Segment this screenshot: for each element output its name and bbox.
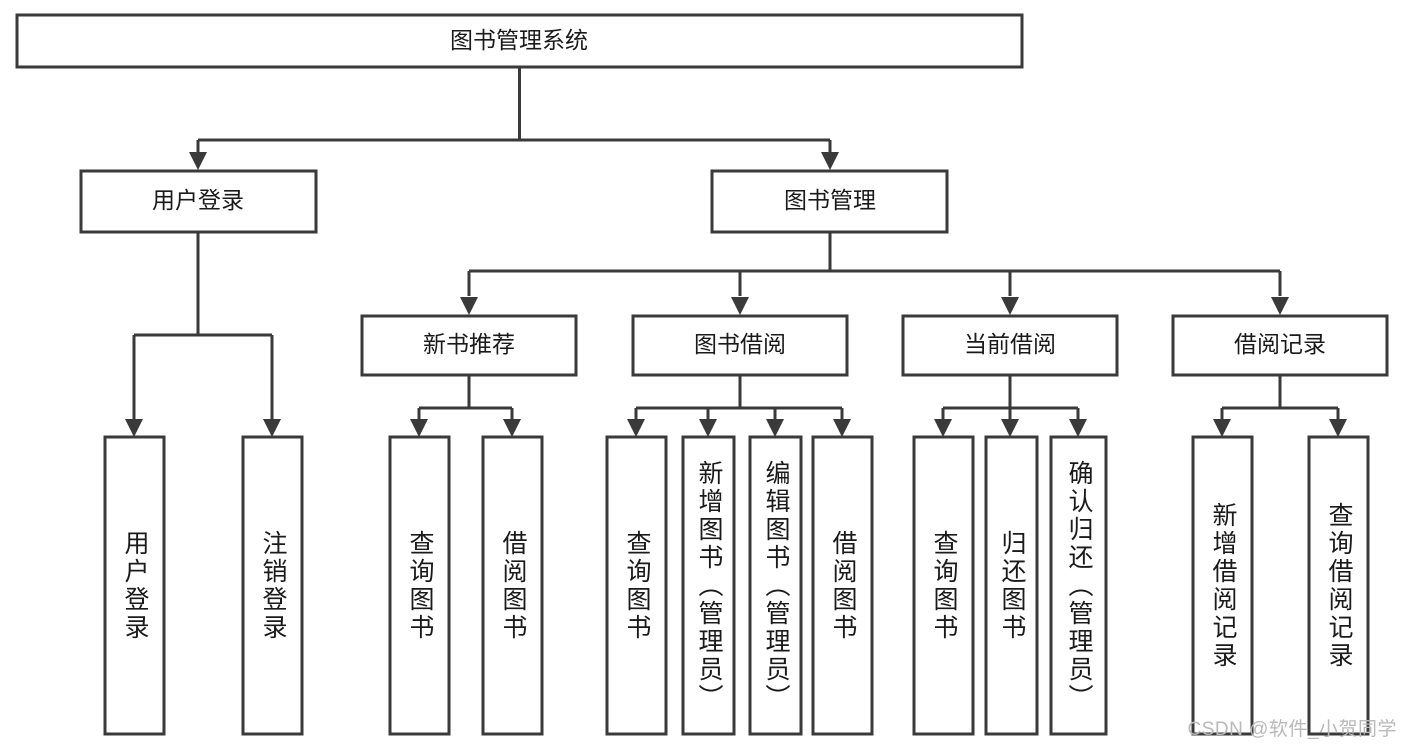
arrow-icon-borrow-record — [1271, 297, 1289, 315]
node-book-management-box[interactable] — [710, 169, 949, 234]
node-current-borrow-box[interactable] — [901, 314, 1119, 377]
arrow-icon-new-book-recommend — [460, 297, 478, 315]
leaf-boxes — [103, 435, 1370, 736]
node-borrow-record[interactable]: 借阅记录 — [1171, 314, 1389, 377]
arrow-icon-leaf-add-record — [1213, 419, 1231, 437]
arrow-icon-leaf-borrow-book-1 — [503, 419, 521, 437]
node-root-label: 图书管理系统 — [450, 27, 588, 53]
node-leaf-borrow-book-2-box[interactable] — [811, 435, 874, 736]
node-user-login-label: 用户登录 — [152, 187, 244, 213]
connector-group-current-borrow — [934, 375, 1087, 437]
node-leaf-logout-login-box[interactable] — [241, 435, 304, 736]
node-book-borrow-label: 图书借阅 — [694, 331, 786, 357]
node-book-management[interactable]: 图书管理 — [710, 169, 949, 234]
node-leaf-user-login-box[interactable] — [103, 435, 166, 736]
arrow-icon-leaf-return-book — [1001, 419, 1019, 437]
connector-group-new-book-recommend — [410, 375, 521, 437]
arrow-icon-leaf-query-book-3 — [934, 419, 952, 437]
arrow-icon-leaf-add-book — [699, 419, 717, 437]
connector-group-book-borrow — [627, 375, 851, 437]
node-new-book-recommend-box[interactable] — [360, 314, 578, 377]
node-book-management-label: 图书管理 — [784, 187, 876, 213]
arrow-icon-leaf-edit-book — [766, 419, 784, 437]
node-leaf-add-record-box[interactable] — [1191, 435, 1254, 736]
node-leaf-edit-book-box[interactable] — [748, 435, 803, 736]
node-leaf-return-book-box[interactable] — [984, 435, 1039, 736]
connector-group-user-login — [125, 232, 281, 437]
arrow-icon-leaf-user-login — [125, 419, 143, 437]
arrow-icon-leaf-borrow-book-2 — [833, 419, 851, 437]
connector-group-root — [189, 67, 839, 170]
arrow-icon-leaf-logout-login — [263, 419, 281, 437]
node-leaf-query-book-2-box[interactable] — [605, 435, 668, 736]
node-leaf-query-record-box[interactable] — [1307, 435, 1370, 736]
node-leaf-add-book-box[interactable] — [681, 435, 736, 736]
node-book-borrow[interactable]: 图书借阅 — [631, 314, 849, 377]
watermark: CSDN @软件_小贺同学 — [1187, 719, 1397, 740]
node-root-box[interactable] — [15, 13, 1024, 69]
node-borrow-record-box[interactable] — [1171, 314, 1389, 377]
arrow-icon-user-login — [189, 152, 207, 170]
connector-group-borrow-record — [1213, 375, 1347, 437]
node-borrow-record-label: 借阅记录 — [1234, 331, 1326, 357]
node-book-borrow-box[interactable] — [631, 314, 849, 377]
arrow-icon-leaf-query-book-1 — [410, 419, 428, 437]
arrow-icon-leaf-query-record — [1329, 419, 1347, 437]
node-current-borrow-label: 当前借阅 — [964, 331, 1056, 357]
node-user-login[interactable]: 用户登录 — [79, 169, 318, 234]
arrow-icon-leaf-confirm-return — [1069, 419, 1087, 437]
node-new-book-recommend[interactable]: 新书推荐 — [360, 314, 578, 377]
node-leaf-query-book-1-box[interactable] — [388, 435, 451, 736]
arrow-icon-leaf-query-book-2 — [627, 419, 645, 437]
node-leaf-query-book-3-box[interactable] — [912, 435, 975, 736]
connector-group-book-management — [460, 232, 1289, 315]
node-leaf-confirm-return-box[interactable] — [1049, 435, 1108, 736]
node-leaf-borrow-book-1-box[interactable] — [481, 435, 544, 736]
node-root[interactable]: 图书管理系统 — [15, 13, 1024, 69]
node-current-borrow[interactable]: 当前借阅 — [901, 314, 1119, 377]
node-new-book-recommend-label: 新书推荐 — [423, 331, 515, 357]
arrow-icon-book-management — [821, 152, 839, 170]
arrow-icon-book-borrow — [731, 297, 749, 315]
arrow-icon-current-borrow — [1001, 297, 1019, 315]
node-user-login-box[interactable] — [79, 169, 318, 234]
